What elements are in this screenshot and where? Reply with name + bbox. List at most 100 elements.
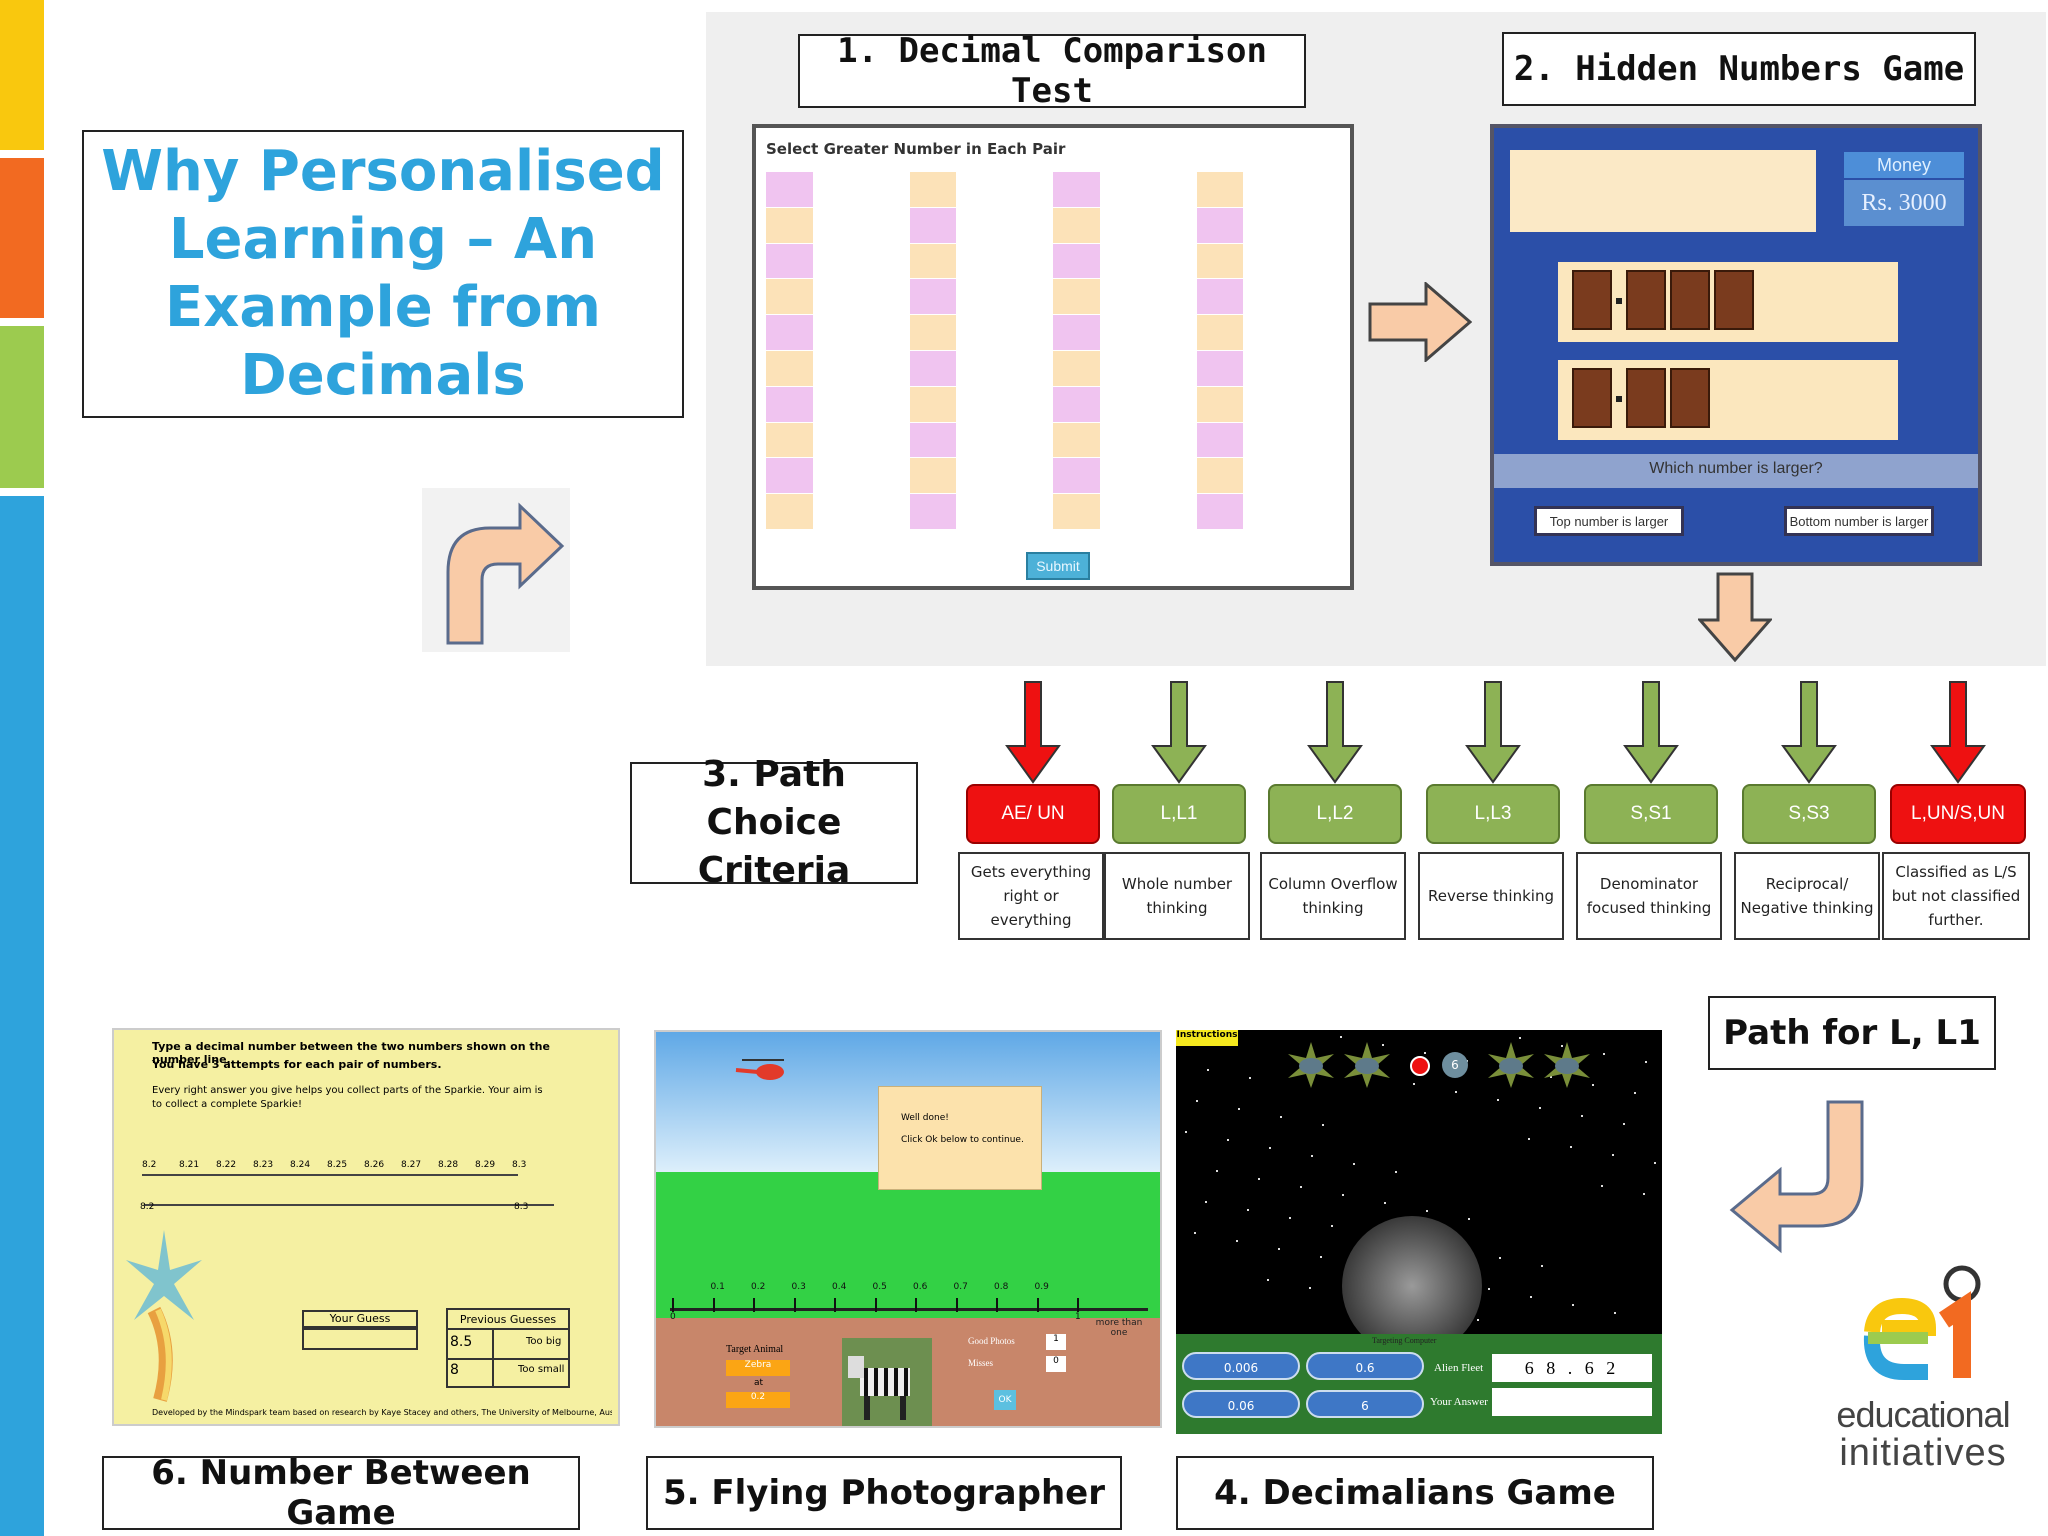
- comparison-cell[interactable]: [957, 207, 1005, 243]
- comparison-cell[interactable]: [1148, 458, 1196, 494]
- comparison-cell[interactable]: [1244, 172, 1292, 207]
- comparison-cell[interactable]: [813, 279, 861, 315]
- door-icon[interactable]: [1626, 368, 1666, 428]
- comparison-cell[interactable]: [1100, 243, 1148, 279]
- comparison-cell[interactable]: [1244, 351, 1292, 386]
- door-icon[interactable]: [1572, 270, 1612, 330]
- comparison-cell[interactable]: [1100, 494, 1148, 529]
- submit-button[interactable]: Submit: [1026, 552, 1090, 580]
- comparison-cell[interactable]: [957, 279, 1005, 315]
- comparison-cell[interactable]: [861, 351, 909, 386]
- comparison-cell[interactable]: [1148, 315, 1196, 350]
- alien-ship-icon[interactable]: [1486, 1040, 1536, 1090]
- comparison-cell[interactable]: [957, 351, 1005, 386]
- comparison-cell[interactable]: [1005, 243, 1052, 279]
- comparison-cell[interactable]: [861, 386, 909, 422]
- comparison-cell[interactable]: [1244, 422, 1292, 458]
- answer-option-2[interactable]: 0.6: [1306, 1352, 1424, 1380]
- comparison-cell[interactable]: [1005, 458, 1052, 494]
- comparison-cell[interactable]: [1005, 386, 1052, 422]
- comparison-cell[interactable]: [861, 172, 909, 207]
- comparison-cell[interactable]: [1148, 422, 1196, 458]
- comparison-cell[interactable]: [861, 458, 909, 494]
- comparison-cell[interactable]: [813, 494, 861, 529]
- comparison-cell[interactable]: [861, 315, 909, 350]
- door-icon[interactable]: [1670, 270, 1710, 330]
- comparison-cell[interactable]: [1005, 207, 1052, 243]
- comparison-cell[interactable]: [861, 243, 909, 279]
- comparison-cell[interactable]: [813, 172, 861, 207]
- comparison-cell[interactable]: [1005, 351, 1052, 386]
- comparison-cell[interactable]: [1005, 315, 1052, 350]
- comparison-cell[interactable]: [1244, 458, 1292, 494]
- comparison-cell[interactable]: [1292, 422, 1339, 458]
- comparison-cell[interactable]: [957, 422, 1005, 458]
- comparison-cell[interactable]: [861, 422, 909, 458]
- comparison-cell[interactable]: [1244, 207, 1292, 243]
- comparison-cell[interactable]: [1292, 351, 1339, 386]
- comparison-cell[interactable]: [1292, 279, 1339, 315]
- your-answer-input[interactable]: [1492, 1388, 1652, 1416]
- comparison-cell[interactable]: [1005, 494, 1052, 529]
- guess-input[interactable]: [302, 1328, 418, 1350]
- comparison-cell[interactable]: [1005, 422, 1052, 458]
- door-icon[interactable]: [1670, 368, 1710, 428]
- comparison-cell[interactable]: [1100, 386, 1148, 422]
- comparison-cell[interactable]: [1148, 494, 1196, 529]
- alien-ship-icon[interactable]: [1542, 1040, 1592, 1090]
- comparison-cell[interactable]: [813, 351, 861, 386]
- comparison-cell[interactable]: [1148, 207, 1196, 243]
- comparison-cell[interactable]: [861, 494, 909, 529]
- comparison-cell[interactable]: [957, 458, 1005, 494]
- comparison-cell[interactable]: [1100, 351, 1148, 386]
- comparison-cell[interactable]: [1148, 172, 1196, 207]
- door-icon[interactable]: [1572, 368, 1612, 428]
- comparison-cell[interactable]: [1148, 351, 1196, 386]
- comparison-cell[interactable]: [1100, 458, 1148, 494]
- comparison-cell[interactable]: [1244, 243, 1292, 279]
- comparison-cell[interactable]: [1292, 172, 1339, 207]
- comparison-cell[interactable]: [861, 207, 909, 243]
- alien-ship-icon[interactable]: [1286, 1040, 1336, 1090]
- comparison-cell[interactable]: [1148, 386, 1196, 422]
- comparison-cell[interactable]: [1100, 207, 1148, 243]
- answer-option-1[interactable]: 0.006: [1182, 1352, 1300, 1380]
- ok-button[interactable]: OK: [994, 1390, 1016, 1410]
- comparison-cell[interactable]: [813, 207, 861, 243]
- comparison-cell[interactable]: [861, 279, 909, 315]
- comparison-cell[interactable]: [1292, 458, 1339, 494]
- bottom-larger-button[interactable]: Bottom number is larger: [1784, 506, 1934, 536]
- comparison-cell[interactable]: [1100, 422, 1148, 458]
- comparison-cell[interactable]: [957, 243, 1005, 279]
- comparison-cell[interactable]: [1244, 386, 1292, 422]
- comparison-cell[interactable]: [1005, 279, 1052, 315]
- comparison-cell[interactable]: [813, 243, 861, 279]
- comparison-cell[interactable]: [1100, 172, 1148, 207]
- comparison-cell[interactable]: [813, 458, 861, 494]
- answer-option-3[interactable]: 0.06: [1182, 1390, 1300, 1418]
- comparison-cell[interactable]: [1100, 279, 1148, 315]
- comparison-cell[interactable]: [957, 386, 1005, 422]
- instructions-button[interactable]: Instructions: [1176, 1030, 1238, 1046]
- comparison-cell[interactable]: [813, 315, 861, 350]
- door-icon[interactable]: [1626, 270, 1666, 330]
- answer-option-4[interactable]: 6: [1306, 1390, 1424, 1418]
- comparison-cell[interactable]: [1292, 243, 1339, 279]
- door-icon[interactable]: [1714, 270, 1754, 330]
- comparison-cell[interactable]: [1292, 494, 1339, 529]
- comparison-cell[interactable]: [1244, 279, 1292, 315]
- top-larger-button[interactable]: Top number is larger: [1534, 506, 1684, 536]
- comparison-cell[interactable]: [1148, 243, 1196, 279]
- comparison-cell[interactable]: [957, 315, 1005, 350]
- comparison-cell[interactable]: [1005, 172, 1052, 207]
- comparison-cell[interactable]: [1148, 279, 1196, 315]
- comparison-cell[interactable]: [1292, 386, 1339, 422]
- comparison-cell[interactable]: [1100, 315, 1148, 350]
- comparison-cell[interactable]: [1292, 207, 1339, 243]
- comparison-cell[interactable]: [813, 422, 861, 458]
- comparison-cell[interactable]: [1292, 315, 1339, 350]
- comparison-cell[interactable]: [1244, 315, 1292, 350]
- alien-ship-icon[interactable]: [1342, 1040, 1392, 1090]
- comparison-cell[interactable]: [813, 386, 861, 422]
- comparison-cell[interactable]: [957, 172, 1005, 207]
